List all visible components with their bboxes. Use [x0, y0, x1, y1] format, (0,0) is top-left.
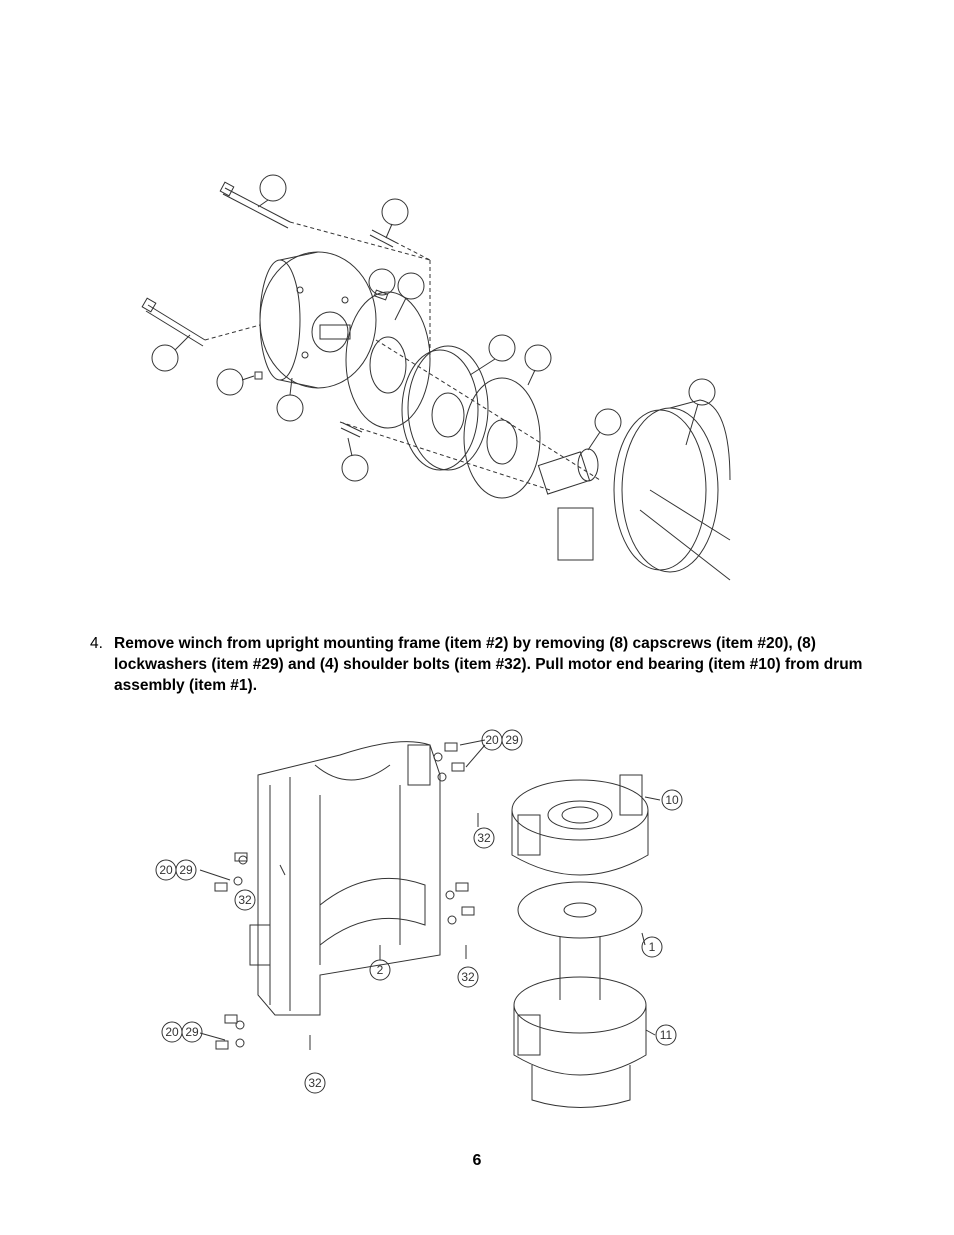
callout-32-b: 32: [238, 893, 252, 907]
tie-bolt-lower: [148, 305, 205, 340]
bearing-mount-tab: [558, 508, 593, 560]
step-number: 4.: [90, 633, 103, 654]
callout-29-a: 29: [505, 733, 519, 747]
callout-20-b: 20: [159, 863, 173, 877]
callout-10: 10: [665, 793, 679, 807]
callout-32-a: 32: [477, 831, 491, 845]
adapter-plate: [408, 346, 488, 470]
upright-mounting-frame: [250, 742, 440, 1015]
motor-assembly-exploded-diagram: [130, 160, 750, 600]
callout-29-c: 29: [185, 1025, 199, 1039]
callout-29-b: 29: [179, 863, 193, 877]
callout-20-c: 20: [165, 1025, 179, 1039]
callout-32-d: 32: [308, 1076, 322, 1090]
drum-end-bearing: [622, 408, 718, 572]
callout-20-a: 20: [485, 733, 499, 747]
upright-frame-drum-diagram: 20 29 20 29 20 29 32 32 32 32 2 10 1 11: [140, 715, 700, 1115]
motor-housing: [260, 252, 376, 388]
step-4-instruction: 4. Remove winch from upright mounting fr…: [90, 633, 870, 696]
gasket-plate: [346, 292, 430, 428]
callout-2: 2: [377, 963, 384, 977]
callout-balloon: [260, 175, 286, 201]
drum-assembly: [512, 775, 648, 1108]
gasket-plate-2: [464, 378, 540, 498]
page-number: 6: [0, 1152, 954, 1170]
callout-1: 1: [649, 940, 656, 954]
tie-bolt-upper: [225, 188, 290, 222]
step-text: Remove winch from upright mounting frame…: [114, 633, 870, 696]
coupler: [538, 452, 589, 494]
callout-11: 11: [660, 1028, 673, 1042]
callout-32-c: 32: [461, 970, 475, 984]
